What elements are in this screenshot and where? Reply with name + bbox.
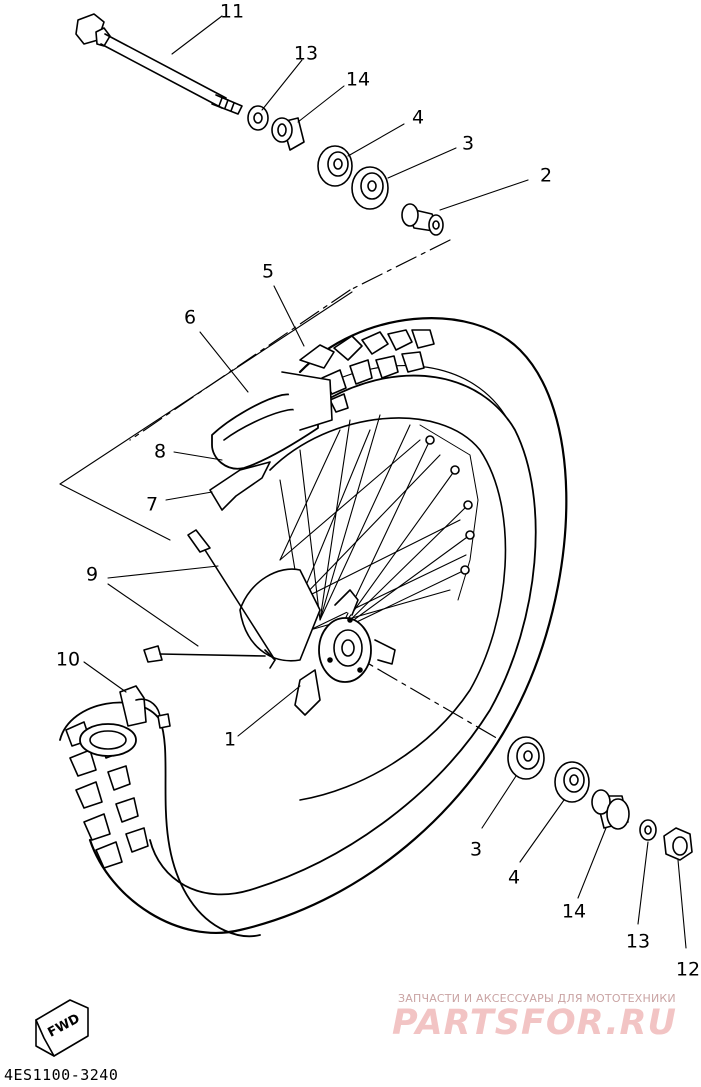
callout-4-bottom: 4 (507, 866, 521, 889)
rim-band (209, 461, 271, 511)
bearing-3-top (351, 166, 389, 210)
bearing-3-bottom (507, 736, 545, 780)
callout-3-top: 3 (461, 132, 475, 155)
callout-1: 1 (223, 728, 237, 751)
collar-13-bottom (639, 819, 657, 841)
callout-7: 7 (145, 493, 159, 516)
callout-10: 10 (55, 648, 81, 671)
callout-13-top: 13 (293, 42, 319, 65)
callout-5: 5 (261, 260, 275, 283)
tire (59, 317, 568, 938)
spacer-14-top (271, 117, 305, 151)
callout-3-bottom: 3 (469, 838, 483, 861)
watermark-brand: PARTSFOR.RU (392, 1003, 677, 1043)
watermark-tagline: ЗАПЧАСТИ И АКСЕССУАРЫ ДЛЯ МОТОТЕХНИКИ (398, 992, 676, 1005)
callout-6: 6 (183, 306, 197, 329)
callout-4-top: 4 (411, 106, 425, 129)
collar-13-top (247, 105, 269, 131)
leader-lines (59, 15, 687, 949)
callout-9: 9 (85, 563, 99, 586)
tube-section (211, 371, 333, 470)
spacer-2 (401, 203, 444, 236)
callout-14-bottom: 14 (561, 900, 587, 923)
spoke-nipples (425, 435, 475, 575)
callout-11: 11 (219, 0, 245, 23)
callout-8: 8 (153, 440, 167, 463)
callout-12: 12 (675, 958, 701, 981)
callout-14-top: 14 (345, 68, 371, 91)
callout-13-bottom: 13 (625, 930, 651, 953)
spacer-14-bottom (591, 789, 630, 830)
bearing-4-top (317, 145, 353, 187)
drawing-code: 4ES1100-3240 (4, 1066, 119, 1084)
axle-nut-12 (663, 827, 693, 861)
hub (239, 568, 396, 716)
callout-2: 2 (539, 164, 553, 187)
spoke-set (143, 529, 276, 669)
bearing-4-bottom (554, 761, 590, 803)
valve (79, 685, 171, 757)
front-axle (75, 13, 243, 115)
fwd-arrow-icon (35, 999, 89, 1057)
